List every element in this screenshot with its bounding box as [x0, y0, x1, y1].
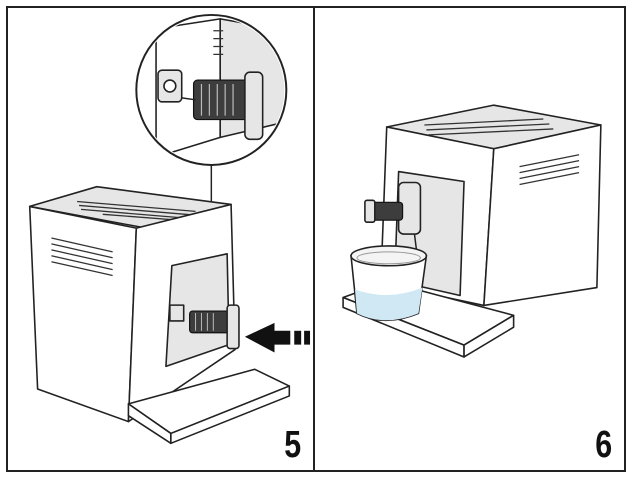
- cappuccinatore: [364, 181, 422, 250]
- arrow-icon: [244, 322, 311, 353]
- step-panel-6: 6: [315, 6, 626, 472]
- top-grill: [424, 118, 554, 136]
- coffee-machine-illustration: [342, 104, 602, 358]
- steam-nozzle: [169, 304, 185, 322]
- step-number: 5: [284, 424, 301, 466]
- coffee-machine-illustration: [28, 13, 311, 445]
- drip-tray-front: [170, 385, 291, 445]
- cappuccinatore-detail-zoom: [135, 13, 288, 166]
- step-panel-5: 5: [6, 6, 315, 472]
- cappuccinatore-small: [189, 304, 240, 350]
- drip-tray-front: [463, 314, 515, 358]
- side-vents: [51, 237, 113, 277]
- step-number: 6: [595, 424, 612, 466]
- machine-left-side: [28, 205, 138, 423]
- side-vents: [519, 154, 580, 186]
- machine-right-side: [483, 124, 602, 307]
- glass-container-illustration: [350, 245, 428, 322]
